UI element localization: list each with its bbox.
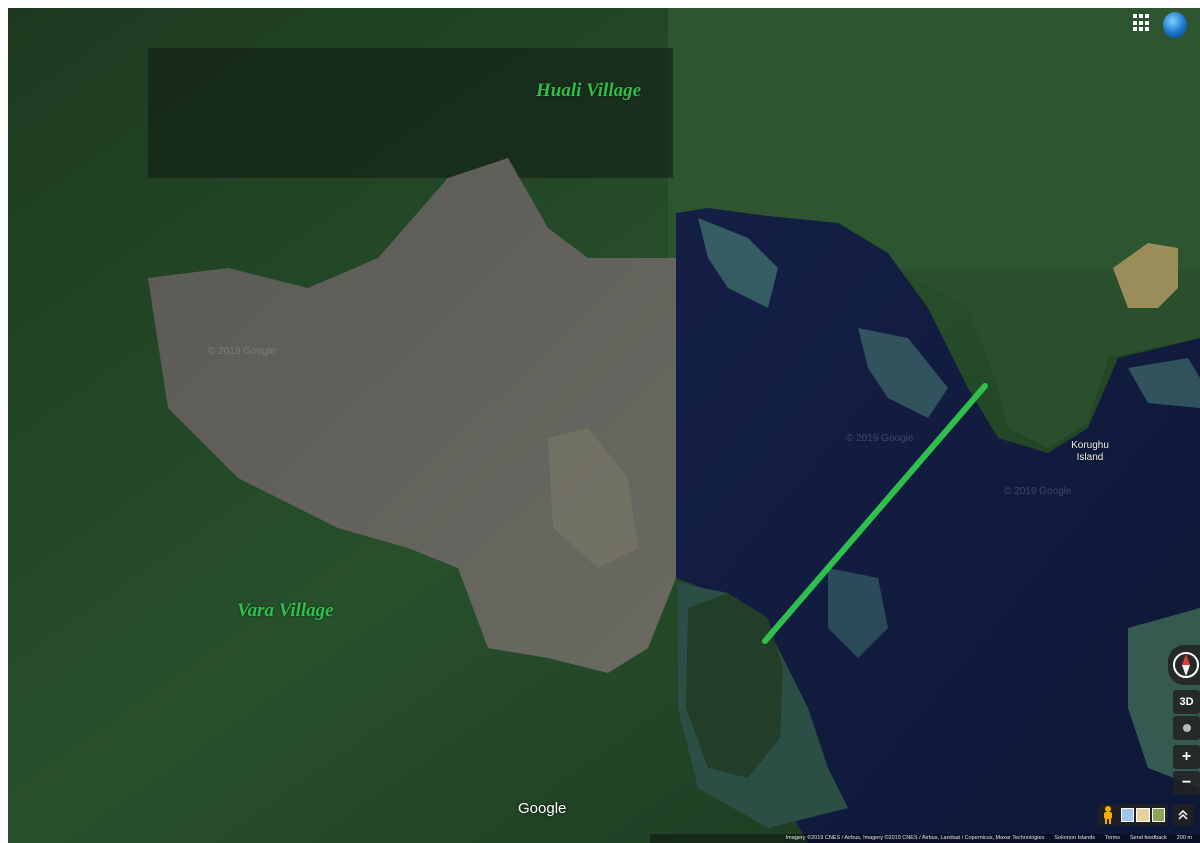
rotate-icon (1182, 724, 1191, 732)
compass-icon[interactable] (1168, 645, 1200, 685)
rotate-button[interactable] (1173, 716, 1200, 740)
layer-thumb (1136, 808, 1150, 822)
watermark: © 2019 Google (846, 433, 914, 444)
route-overlay (762, 383, 988, 644)
layer-thumb (1121, 808, 1135, 822)
terms-link[interactable]: Terms (1105, 835, 1120, 841)
village-label-vara: Vara Village (237, 600, 334, 621)
chevron-up-icon[interactable] (1172, 804, 1194, 826)
satellite-imagery (8, 8, 1200, 843)
village-label-huali: Huali Village (536, 80, 642, 101)
map-layers-switcher[interactable] (1118, 804, 1168, 826)
apps-grid-icon[interactable] (1133, 14, 1151, 32)
pegman-icon[interactable] (1098, 804, 1118, 826)
island-label-korughu: Korughu Island (1071, 440, 1109, 463)
zoom-in-button[interactable]: + (1173, 745, 1200, 769)
route-line (762, 383, 988, 644)
watermark: © 2019 Google (1004, 486, 1072, 497)
scale-bar-label: 200 m (1176, 835, 1192, 841)
send-feedback-link[interactable]: Send feedback (1130, 835, 1167, 841)
tilt-3d-button[interactable]: 3D (1173, 690, 1200, 714)
satellite-map[interactable]: Huali Village Vara Village Korughu Islan… (8, 8, 1200, 843)
attribution-bar: Imagery ©2019 CNES / Airbus, Imagery ©20… (650, 834, 1200, 843)
google-logo: Google (518, 800, 567, 817)
watermark: © 2019 Google (208, 346, 276, 357)
layer-thumb (1151, 808, 1165, 822)
region-label: Solomon Islands (1054, 835, 1096, 841)
zoom-out-button[interactable]: − (1173, 771, 1200, 795)
globe-icon[interactable] (1163, 12, 1187, 38)
imagery-attribution: Imagery ©2019 CNES / Airbus, Imagery ©20… (785, 835, 1045, 841)
